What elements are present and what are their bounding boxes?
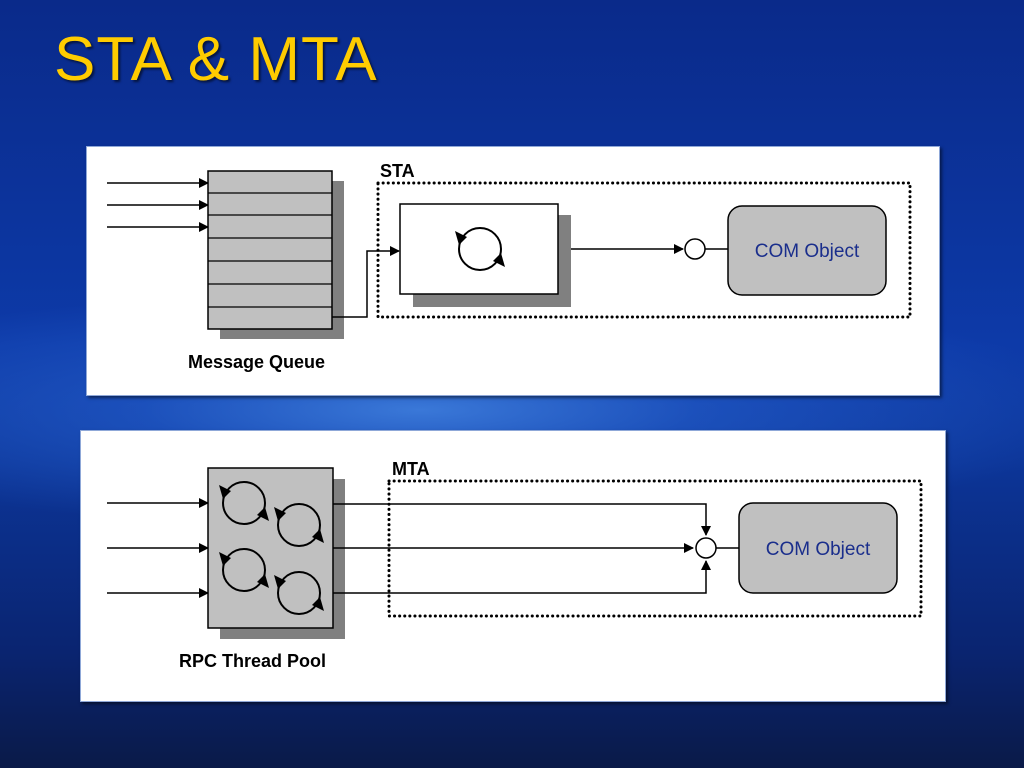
interface-lollipop-icon	[695, 537, 717, 559]
thread-loop-icon	[274, 503, 324, 547]
sta-region-label: STA	[380, 161, 415, 181]
rpc-thread-pool	[207, 467, 345, 639]
sta-diagram: Message Queue STA COM Object	[107, 161, 912, 372]
com-object-box	[738, 502, 898, 594]
mta-diagram: RPC Thread Pool MTA COM Object	[107, 459, 923, 671]
thread-loop-icon	[219, 548, 269, 592]
rpc-thread-pool-label: RPC Thread Pool	[179, 651, 326, 671]
message-queue-label: Message Queue	[188, 352, 325, 372]
slide-title: STA & MTA	[54, 25, 378, 94]
mta-region-label: MTA	[392, 459, 430, 479]
thread-loop-icon	[219, 481, 269, 525]
sta-apartment-boundary	[376, 181, 912, 319]
mta-apartment-boundary	[387, 479, 923, 618]
sta-diagram-panel: Message Queue STA COM Object	[86, 146, 940, 396]
thread-loop-icon	[455, 227, 505, 271]
com-object-label: COM Object	[755, 241, 860, 262]
interface-lollipop-icon	[684, 238, 706, 260]
mta-diagram-panel: RPC Thread Pool MTA COM Object	[80, 430, 946, 702]
queue-to-thread-connector	[332, 246, 400, 318]
com-object-label: COM Object	[766, 539, 871, 560]
thread-loop-icon	[274, 571, 324, 615]
pool-to-object-connector	[333, 503, 711, 536]
message-queue	[207, 170, 344, 339]
sta-thread-box	[399, 203, 571, 307]
pool-to-object-connector	[333, 560, 711, 594]
com-object-box	[727, 205, 887, 296]
